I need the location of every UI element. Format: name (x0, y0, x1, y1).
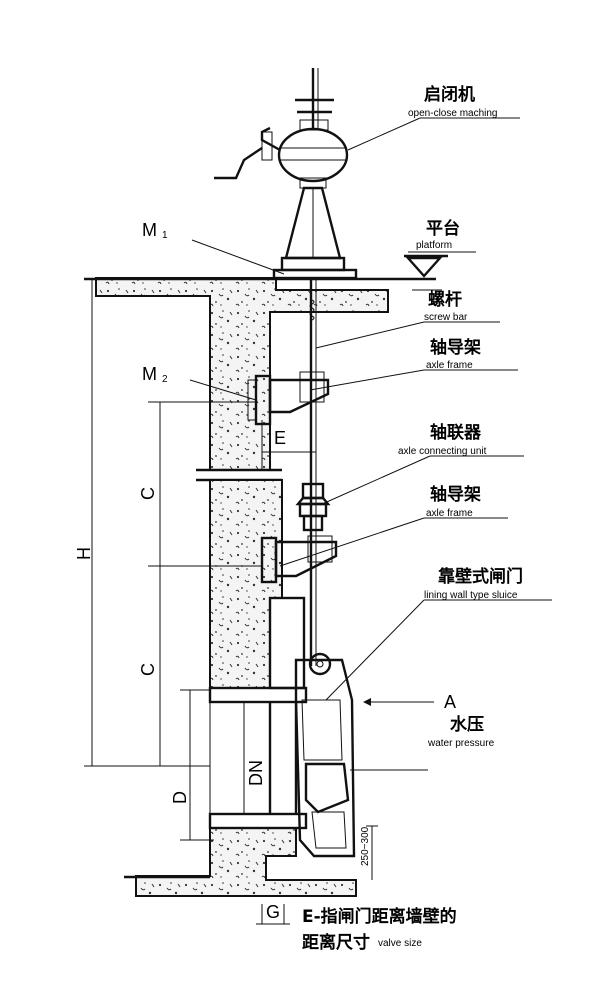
dim-c-lower: C (138, 663, 158, 676)
dim-range: 250~300 (360, 826, 371, 866)
dimension-lines (84, 280, 378, 925)
concrete-wall (84, 277, 442, 897)
sluice-label-en: lining wall type sluice (424, 590, 518, 601)
axle-frame2-label-en: axle frame (426, 508, 473, 519)
axle-connecting-unit (295, 482, 331, 532)
dim-c-upper: C (138, 487, 158, 500)
axle-frame-label-cn: 轴导架 (430, 337, 481, 358)
platform-level-symbol (404, 254, 448, 278)
sluice-gate-body (208, 596, 356, 858)
hoist-label-en: open-close maching (408, 108, 498, 119)
connector-label-en: axle connecting unit (398, 446, 487, 457)
platform-label-cn: 平台 (426, 218, 460, 239)
dim-e: E (274, 428, 286, 448)
water-label-en: water pressure (427, 738, 495, 749)
hoist-support-pedestal (272, 186, 358, 280)
marker-m1: M (142, 220, 157, 240)
dim-g: G (266, 902, 280, 922)
dim-h: H (74, 547, 94, 560)
labels: 启闭机 open-close maching 平台 platform 螺杆 sc… (74, 84, 523, 953)
dim-dn: DN (246, 760, 266, 786)
hoist-label-cn: 启闭机 (424, 84, 475, 105)
marker-a: A (444, 692, 456, 712)
axle-frame2-label-cn: 轴导架 (430, 484, 481, 505)
note-line2-en: valve size (378, 938, 422, 949)
screw-bar (309, 278, 317, 666)
note-line2-cn: 距离尺寸 (302, 932, 370, 953)
leader-lines (189, 117, 552, 706)
axle-frame-label-en: axle frame (426, 360, 473, 371)
connector-label-cn: 轴联器 (430, 422, 482, 443)
water-label-cn: 水压 (450, 714, 484, 735)
axle-frame-upper (247, 371, 330, 426)
note-line1: E-指闸门距离墙壁的 (302, 906, 457, 927)
sluice-label-cn: 靠壁式闸门 (438, 566, 523, 587)
platform-label-en: platform (416, 240, 452, 251)
dim-d: D (170, 791, 190, 804)
marker-m2-sub: 2 (162, 374, 168, 385)
hoist-machine (214, 68, 349, 189)
screw-label-en: screw bar (424, 312, 468, 323)
marker-m2: M (142, 364, 157, 384)
screw-label-cn: 螺杆 (428, 290, 462, 310)
marker-m1-sub: 1 (162, 230, 168, 241)
